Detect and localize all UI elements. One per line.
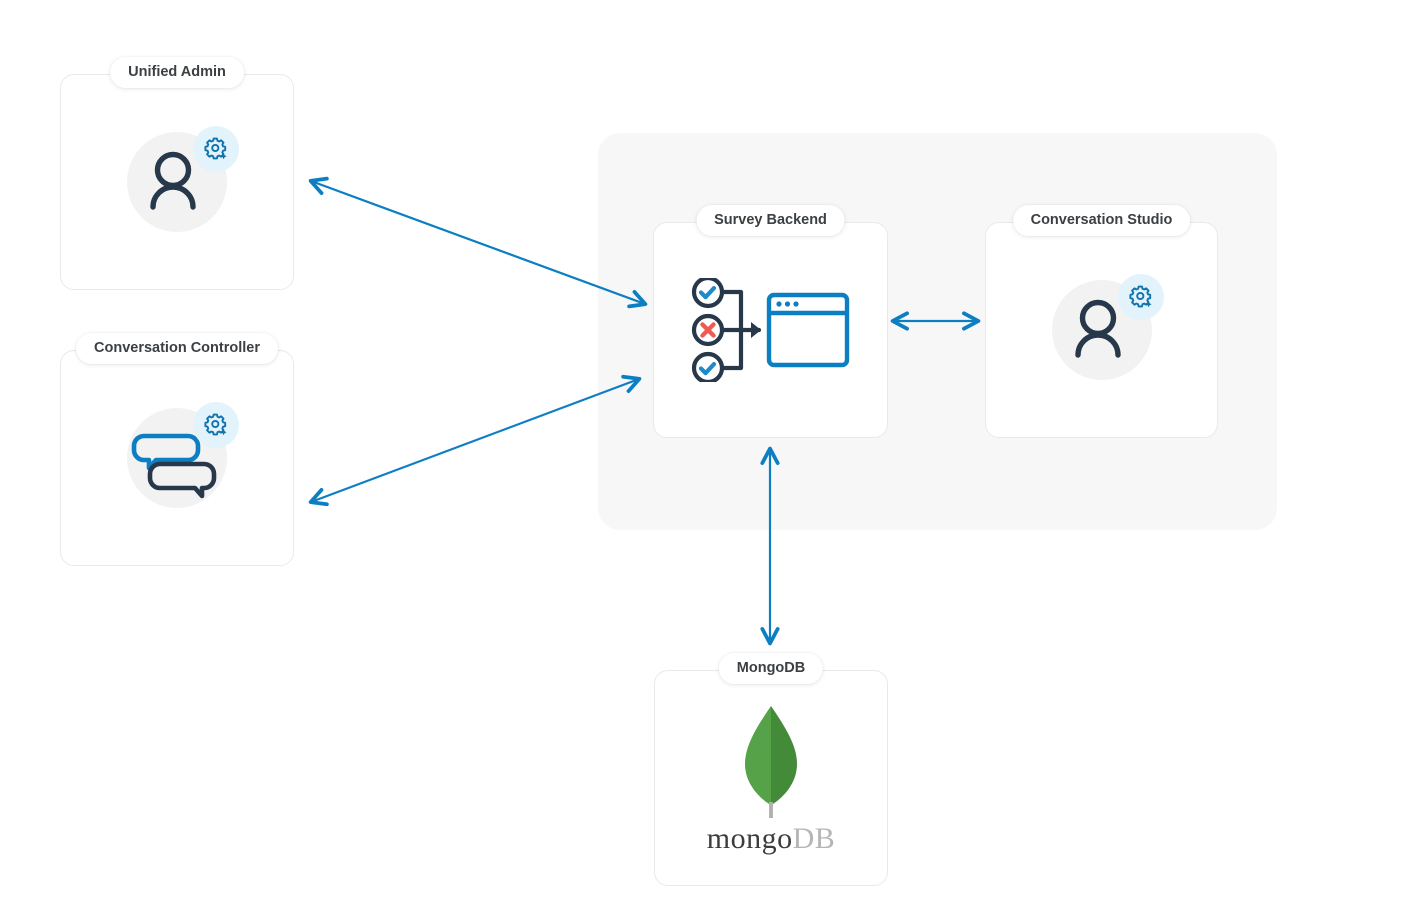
check-icon: [698, 286, 716, 300]
node-body-mongodb: mongoDB: [655, 671, 887, 885]
connector-admin-to-backend: [308, 176, 648, 309]
gear-icon: [204, 137, 227, 160]
node-label-unified-admin: Unified Admin: [110, 57, 244, 88]
node-survey-backend[interactable]: Survey Backend: [653, 205, 888, 438]
gear-icon: [1128, 285, 1152, 308]
node-conversation-studio[interactable]: Conversation Studio: [985, 205, 1218, 438]
browser-window-icon: [766, 292, 849, 368]
node-body-unified-admin: [61, 75, 293, 289]
node-label-survey-backend: Survey Backend: [696, 205, 845, 236]
mongodb-leaf-logo: mongoDB: [707, 702, 836, 854]
sparkle-icon: [220, 429, 227, 436]
user-gear-icon: [1051, 274, 1164, 380]
check-icon: [698, 362, 716, 376]
validation-workflow-icon: [691, 278, 849, 382]
node-label-conversation-controller: Conversation Controller: [76, 333, 278, 364]
close-icon: [699, 322, 716, 338]
mongodb-leaf-icon: [745, 706, 797, 818]
node-body-conversation-studio: [986, 223, 1217, 437]
user-icon: [1074, 299, 1121, 358]
arrow-head-icon: [750, 322, 761, 338]
connector-controller-to-backend: [308, 374, 642, 507]
user-gear-icon: [127, 126, 239, 232]
gear-sparkle-badge: [193, 402, 239, 448]
gear-sparkle-badge: [193, 126, 239, 172]
node-label-mongodb: MongoDB: [718, 653, 824, 684]
mongodb-wordmark-secondary: DB: [792, 822, 836, 855]
node-body-survey-backend: [654, 223, 887, 437]
sparkle-icon: [220, 153, 227, 160]
chat-bubbles-icon: [131, 433, 217, 499]
chat-bubbles-gear-icon: [127, 402, 239, 508]
node-unified-admin[interactable]: Unified Admin: [60, 57, 294, 290]
user-icon: [150, 151, 196, 210]
sparkle-icon: [1145, 301, 1152, 308]
node-mongodb[interactable]: MongoDB mongoDB: [654, 653, 888, 886]
node-body-conversation-controller: [61, 351, 293, 565]
mongodb-wordmark-primary: mongo: [706, 822, 793, 855]
gear-icon: [204, 413, 227, 436]
gear-sparkle-badge: [1117, 274, 1164, 320]
mongodb-wordmark: mongoDB: [707, 824, 836, 854]
node-label-conversation-studio: Conversation Studio: [1012, 205, 1191, 236]
node-conversation-controller[interactable]: Conversation Controller: [60, 333, 294, 566]
